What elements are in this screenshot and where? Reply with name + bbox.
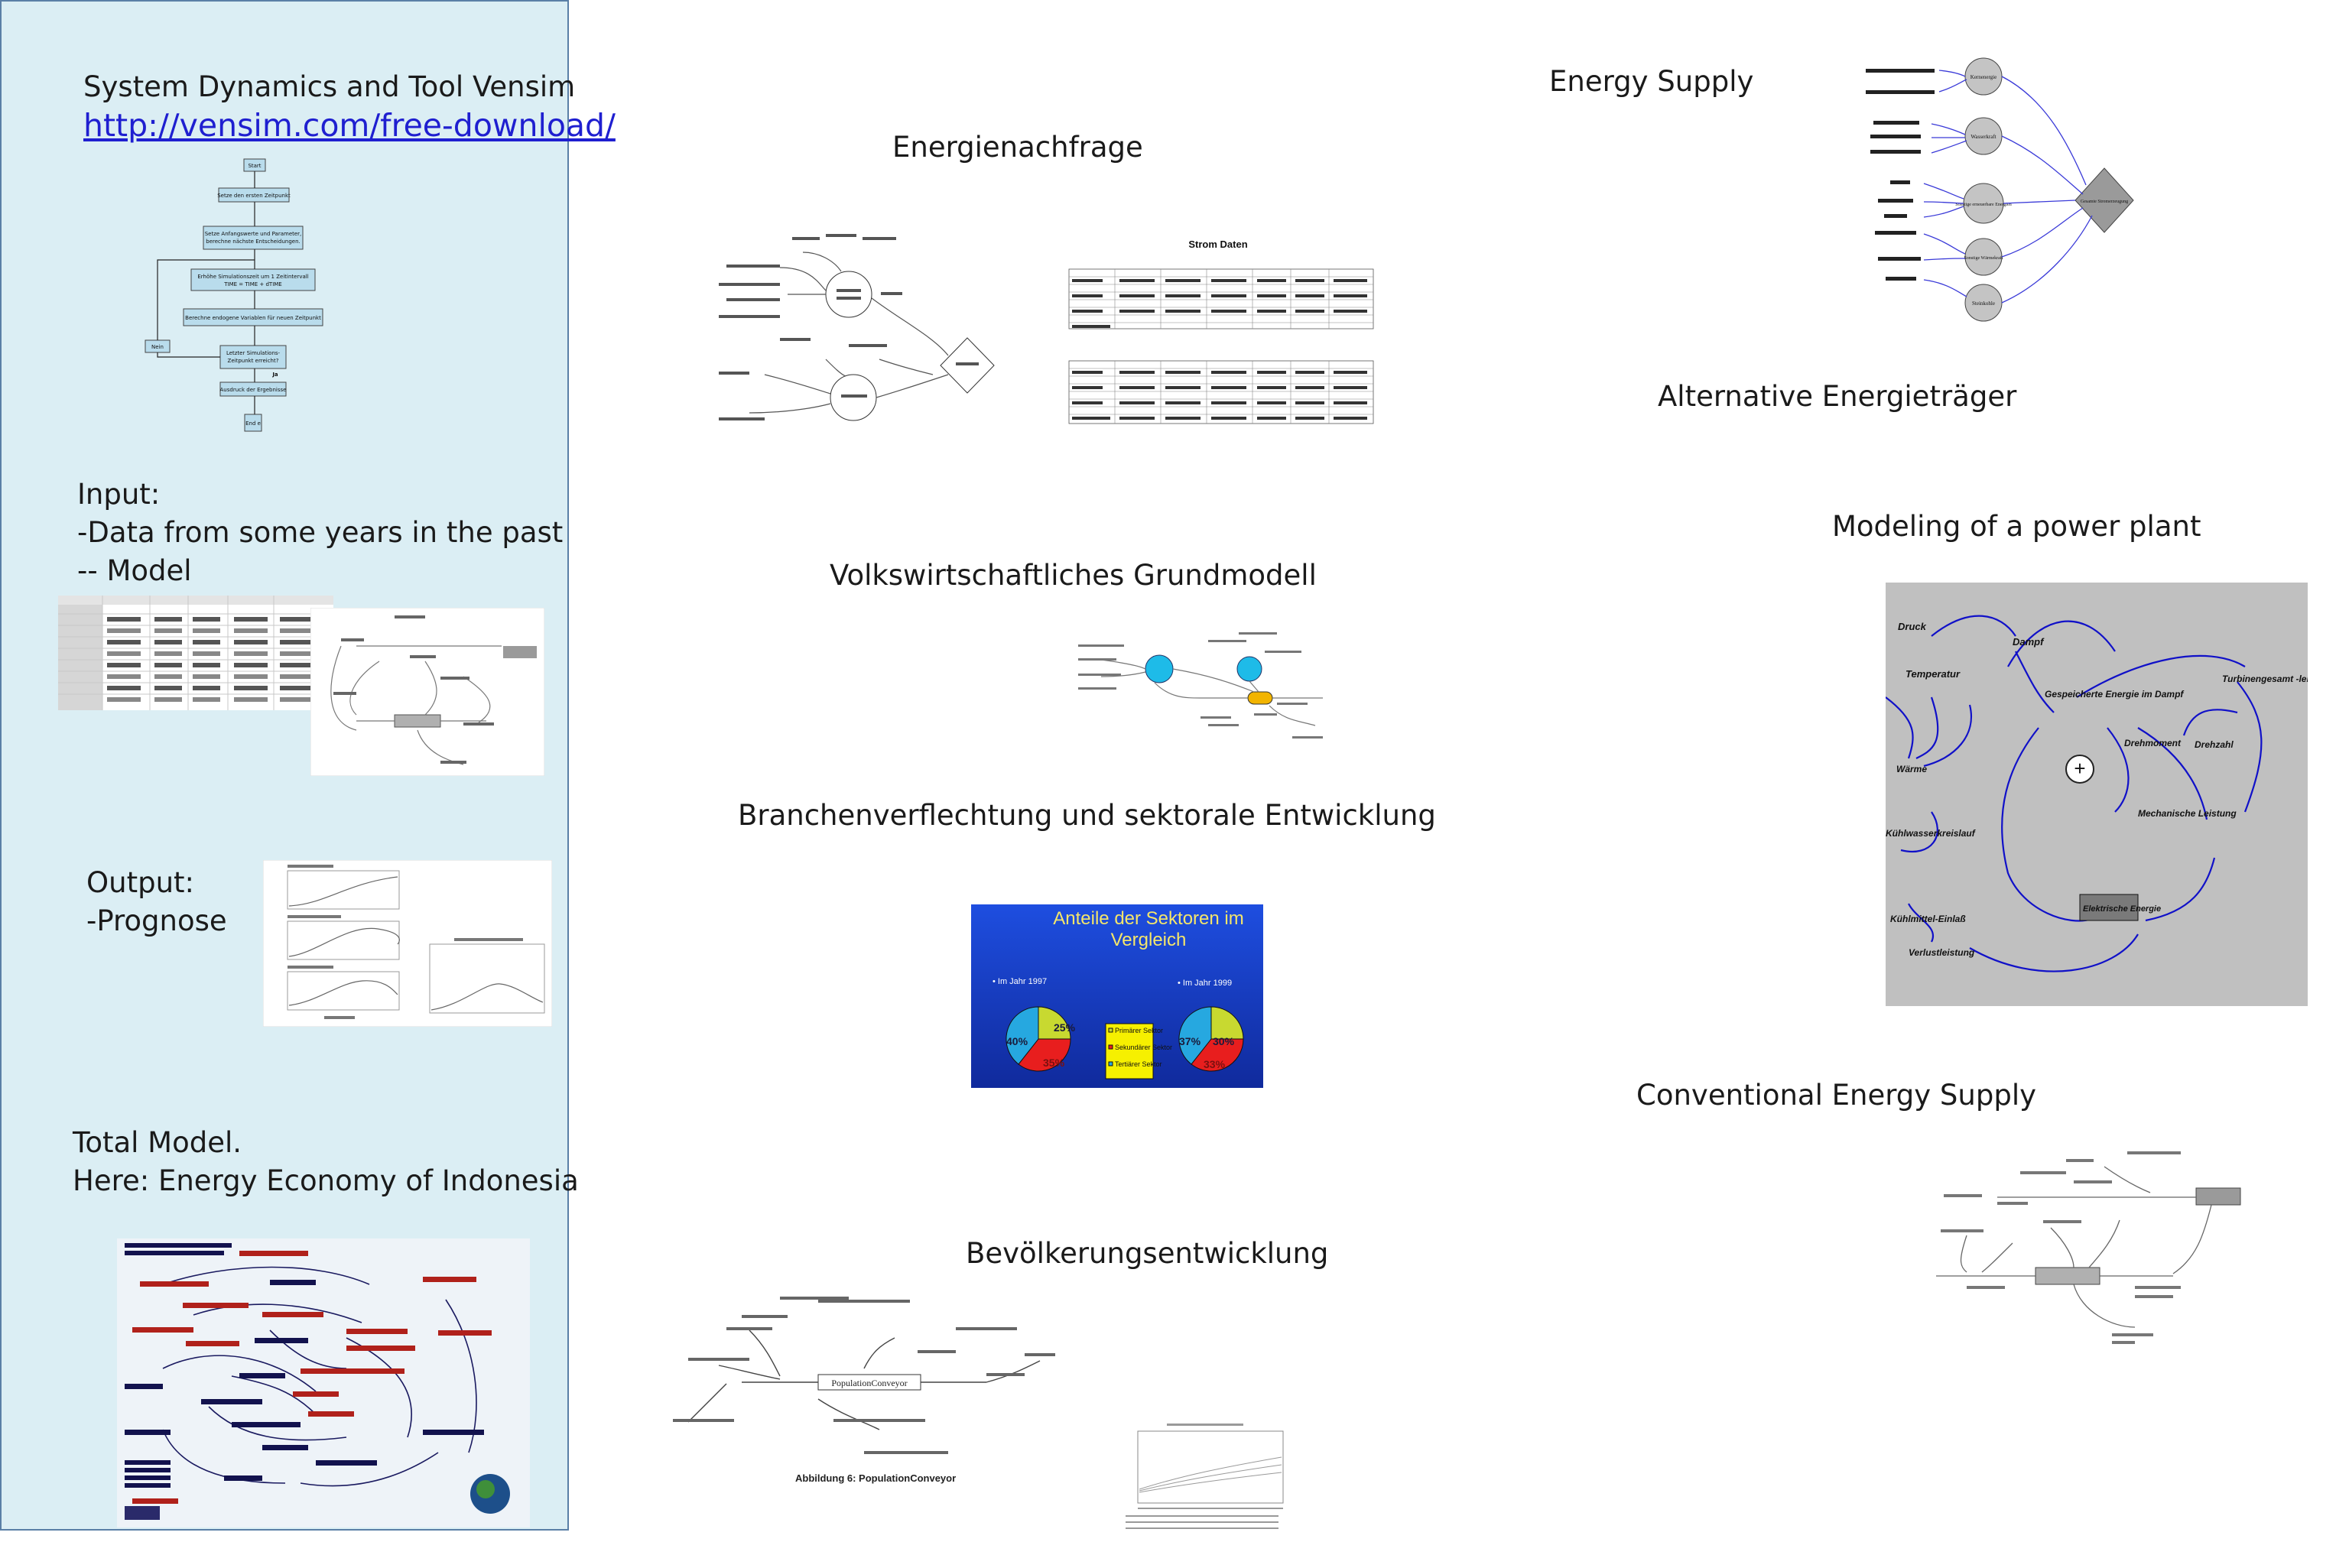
power-plant-diagram: + Druck Dampf Temperatur Gespeicherte En… xyxy=(1886,583,2308,1006)
pie-1997 xyxy=(1006,1006,1071,1072)
pie-1999 xyxy=(1178,1006,1244,1072)
year-1997: • Im Jahr 1997 xyxy=(993,977,1047,986)
supply-node-sonstige-waerme: Sonstige Wärmekraft xyxy=(1964,255,2003,261)
legend-secondary: Sekundärer Sektor xyxy=(1115,1044,1172,1051)
left-title: System Dynamics and Tool Vensim xyxy=(83,70,576,103)
vensim-download-link[interactable]: http://vensim.com/free-download/ xyxy=(83,107,616,144)
volkswirtschaft-heading: Volkswirtschaftliches Grundmodell xyxy=(830,559,1317,592)
energienachfrage-heading: Energienachfrage xyxy=(892,131,1143,164)
flow-step-3b: TIME = TIME + dTIME xyxy=(223,281,281,287)
strom-daten-table: Strom Daten xyxy=(1061,231,1375,431)
flow-step-1: Setze den ersten Zeitpunkt xyxy=(217,193,291,199)
bevoelkerung-heading: Bevölkerungsentwicklung xyxy=(966,1237,1329,1270)
plant-mechanische-leistung: Mechanische Leistung xyxy=(2138,808,2237,819)
plant-kuehlmittel-einlass: Kühlmittel-Einlaß xyxy=(1890,914,1966,924)
plant-waerme: Wärme xyxy=(1896,764,1927,774)
output-graphs xyxy=(263,860,552,1027)
svg-text:+: + xyxy=(2074,757,2085,780)
volkswirtschaft-diagram xyxy=(1071,629,1323,752)
flow-ja: Ja xyxy=(271,372,278,378)
pie-1997-tertiary: 35% xyxy=(1043,1057,1065,1069)
plant-temperatur: Temperatur xyxy=(1906,668,1961,680)
population-conveyor-label: PopulationConveyor xyxy=(831,1378,907,1388)
modeling-heading: Modeling of a power plant xyxy=(1832,510,2201,543)
flow-step-4: Berechne endogene Variablen für neuen Ze… xyxy=(185,315,321,321)
flow-end: End e xyxy=(245,420,261,427)
population-conveyor-diagram: PopulationConveyor Abbildung 6: Populati… xyxy=(665,1284,1093,1491)
output-heading: Output: xyxy=(86,866,194,899)
slide-title-1: Anteile der Sektoren im xyxy=(1053,908,1243,929)
supply-node-wasserkraft: Wasserkraft xyxy=(1970,134,1996,140)
flow-step-2b: berechne nächste Entscheidungen. xyxy=(206,239,300,245)
plant-druck: Druck xyxy=(1898,621,1927,632)
plant-gespeicherte-energie: Gespeicherte Energie im Dampf xyxy=(2045,689,2184,700)
coal-data-table xyxy=(58,596,333,710)
supply-node-gesamt: Gesamte Stromerzeugung xyxy=(2081,200,2128,204)
pie-1999-primary: 30% xyxy=(1213,1035,1235,1047)
slide-title-2: Vergleich xyxy=(1111,930,1187,950)
legend-tertiary: Tertiärer Sektor xyxy=(1115,1060,1162,1068)
supply-node-steinkohle: Steinkohle xyxy=(1972,300,1995,307)
flow-step-5b: Zeitpunkt erreicht? xyxy=(228,358,279,364)
plant-dampf: Dampf xyxy=(2013,636,2045,648)
supply-node-kernenergie: Kernenergie xyxy=(1970,74,1996,80)
total-model-heading: Total Model. xyxy=(73,1126,242,1159)
energy-supply-diagram: Kernenergie Wasserkraft Sonstige erneuer… xyxy=(1863,54,2153,324)
alternative-heading: Alternative Energieträger xyxy=(1658,380,2017,413)
plant-drehzahl: Drehzahl xyxy=(2195,739,2234,750)
flow-start: Start xyxy=(248,163,261,169)
population-projection-graph xyxy=(1121,1420,1289,1534)
output-line-prognose: -Prognose xyxy=(86,904,227,937)
indonesia-energy-model xyxy=(117,1238,530,1527)
flow-step-2a: Setze Anfangswerte und Parameter, xyxy=(205,231,302,237)
pie-1997-secondary: 40% xyxy=(1006,1035,1028,1047)
plant-elektrische-energie: Elektrische Energie xyxy=(2083,904,2161,914)
abbildung-caption: Abbildung 6: PopulationConveyor xyxy=(795,1472,956,1484)
energy-supply-heading: Energy Supply xyxy=(1549,65,1754,98)
plant-drehmoment: Drehmoment xyxy=(2124,738,2182,748)
flow-nein: Nein xyxy=(151,344,164,350)
year-1999: • Im Jahr 1999 xyxy=(1178,979,1232,988)
total-model-subheading: Here: Energy Economy of Indonesia xyxy=(73,1164,579,1197)
input-line-model: -- Model xyxy=(77,554,192,587)
plant-turbinengesamtleistung: Turbinengesamt -leistung xyxy=(2222,674,2308,684)
plant-kuehlwasserkreislauf: Kühlwasserkreislauf xyxy=(1886,828,1976,839)
conventional-heading: Conventional Energy Supply xyxy=(1636,1079,2037,1112)
sektoren-slide: Anteile der Sektoren im Vergleich • Im J… xyxy=(971,904,1263,1088)
input-heading: Input: xyxy=(77,478,161,511)
energienachfrage-diagram xyxy=(703,222,1008,428)
input-line-data: -Data from some years in the past xyxy=(77,516,564,549)
legend-primary: Primärer Sektor xyxy=(1115,1027,1163,1034)
plant-verlustleistung: Verlustleistung xyxy=(1909,947,1975,958)
conventional-supply-diagram xyxy=(1921,1144,2242,1373)
branchen-heading: Branchenverflechtung und sektorale Entwi… xyxy=(738,799,1436,832)
coal-model-diagram xyxy=(310,608,544,776)
flow-step-6: Ausdruck der Ergebnisse xyxy=(220,387,287,393)
pie-1997-primary: 25% xyxy=(1054,1021,1076,1034)
supply-node-sonstige-erneuerbare: Sonstige erneuerbare Energien xyxy=(1955,203,2012,207)
simulation-flowchart: Start Setze den ersten Zeitpunkt Setze A… xyxy=(125,153,355,436)
strom-daten-title: Strom Daten xyxy=(1188,239,1247,250)
flow-step-3a: Erhöhe Simulationszeit um 1 Zeitinterval… xyxy=(197,274,308,280)
flow-step-5a: Letzter Simulations- xyxy=(226,350,281,356)
pie-1999-tertiary: 33% xyxy=(1204,1058,1226,1070)
pie-1999-secondary: 37% xyxy=(1179,1035,1201,1047)
